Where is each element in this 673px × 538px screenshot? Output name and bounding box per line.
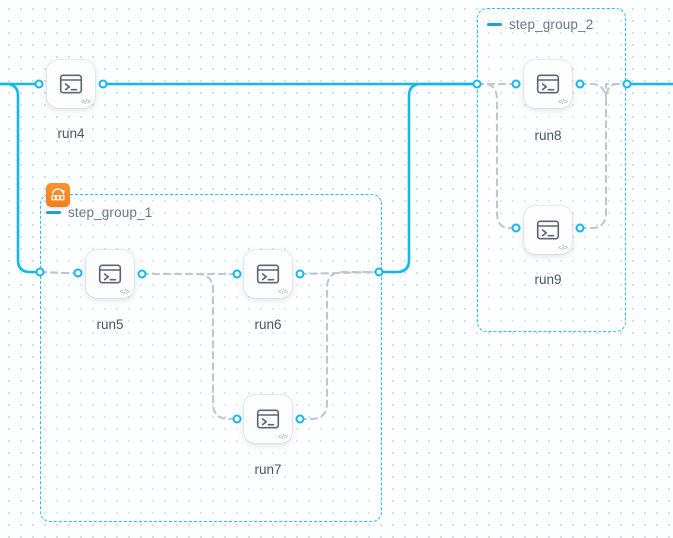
- node-run8[interactable]: </>: [524, 60, 572, 108]
- code-badge-icon: </>: [277, 289, 288, 296]
- edge-left-group1: [0, 82, 42, 274]
- node-run6[interactable]: </>: [244, 250, 292, 298]
- port-group2-output[interactable]: [622, 79, 632, 89]
- terminal-icon: [536, 220, 560, 240]
- edge-group1-group2: [377, 82, 479, 274]
- group-label-step-group-2: step_group_2: [509, 17, 594, 32]
- node-run7[interactable]: </>: [244, 395, 292, 443]
- group-server-icon: [51, 188, 65, 201]
- port-run5-input[interactable]: [73, 268, 83, 278]
- node-label-run9: run9: [534, 272, 562, 287]
- port-group2-input[interactable]: [472, 79, 482, 89]
- node-label-run5: run5: [96, 317, 124, 332]
- terminal-icon: [98, 264, 122, 284]
- group-badge-step-group-1[interactable]: [46, 183, 70, 207]
- port-run8-input[interactable]: [511, 79, 521, 89]
- code-badge-icon: </>: [557, 99, 568, 106]
- port-run5-output[interactable]: [137, 269, 147, 279]
- node-label-run7: run7: [254, 462, 282, 477]
- terminal-icon: [256, 409, 280, 429]
- minus-icon[interactable]: [46, 211, 61, 214]
- port-run6-output[interactable]: [295, 269, 305, 279]
- port-group1-output[interactable]: [374, 267, 384, 277]
- port-group1-input[interactable]: [35, 267, 45, 277]
- node-label-run6: run6: [254, 317, 282, 332]
- node-run9[interactable]: </>: [524, 206, 572, 254]
- group-box-step-group-1[interactable]: [40, 194, 382, 522]
- node-run4[interactable]: </>: [47, 60, 95, 108]
- port-run7-output[interactable]: [295, 414, 305, 424]
- port-run4-input[interactable]: [34, 79, 44, 89]
- node-label-run4: run4: [57, 126, 85, 141]
- minus-icon[interactable]: [487, 23, 502, 26]
- port-run4-output[interactable]: [98, 79, 108, 89]
- group-label-step-group-1: step_group_1: [68, 205, 153, 220]
- terminal-icon: [59, 74, 83, 94]
- code-badge-icon: </>: [557, 245, 568, 252]
- port-run7-input[interactable]: [232, 414, 242, 424]
- group-header-step-group-2[interactable]: step_group_2: [487, 17, 593, 32]
- node-run5[interactable]: </>: [86, 250, 134, 298]
- terminal-icon: [536, 74, 560, 94]
- node-label-run8: run8: [534, 128, 562, 143]
- port-run9-input[interactable]: [511, 223, 521, 233]
- port-run8-output[interactable]: [575, 79, 585, 89]
- code-badge-icon: </>: [80, 99, 91, 106]
- terminal-icon: [256, 264, 280, 284]
- code-badge-icon: </>: [119, 289, 130, 296]
- port-run9-output[interactable]: [575, 223, 585, 233]
- group-header-step-group-1[interactable]: step_group_1: [46, 205, 152, 220]
- code-badge-icon: </>: [277, 434, 288, 441]
- port-run6-input[interactable]: [232, 269, 242, 279]
